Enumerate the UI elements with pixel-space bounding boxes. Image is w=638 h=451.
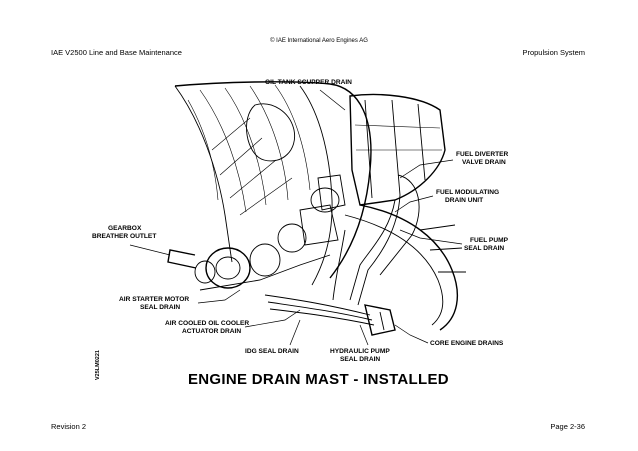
fan-case-drawing <box>174 81 372 286</box>
figure-caption: ENGINE DRAIN MAST - INSTALLED <box>188 371 449 388</box>
label-fuel-modulating-line1: FUEL MODULATING <box>436 189 499 196</box>
label-air-starter-line1: AIR STARTER MOTOR <box>119 296 189 303</box>
label-air-starter-line2: SEAL DRAIN <box>140 304 180 311</box>
core-casing-drawing <box>344 204 466 331</box>
label-idg-seal-drain: IDG SEAL DRAIN <box>245 348 299 355</box>
label-fuel-pump-line1: FUEL PUMP <box>470 237 509 244</box>
figure-code: V25LM0221 <box>95 350 101 380</box>
oil-tank-drawing <box>349 93 446 206</box>
leader-lines <box>129 89 463 346</box>
label-fuel-diverter-line2: VALVE DRAIN <box>462 159 506 166</box>
label-gearbox-line1: GEARBOX <box>108 225 142 232</box>
copyright-notice: © IAE International Aero Engines AG <box>270 38 368 44</box>
label-core-engine-drains: CORE ENGINE DRAINS <box>430 340 504 347</box>
label-fuel-modulating-line2: DRAIN UNIT <box>445 197 483 204</box>
drain-tubes-drawing <box>264 174 420 336</box>
accessory-gearbox-drawing <box>167 174 346 291</box>
label-hydraulic-line1: HYDRAULIC PUMP <box>330 348 390 355</box>
page-number: Page 2-36 <box>550 422 585 431</box>
label-acoc-line1: AIR COOLED OIL COOLER <box>165 320 249 327</box>
label-hydraulic-line2: SEAL DRAIN <box>340 356 380 363</box>
label-acoc-line2: ACTUATOR DRAIN <box>182 328 241 335</box>
label-gearbox-line2: BREATHER OUTLET <box>92 233 156 240</box>
label-fuel-pump-line2: SEAL DRAIN <box>464 245 504 252</box>
revision-label: Revision 2 <box>51 422 87 431</box>
label-oil-tank-scupper-drain: OIL TANK SCUPPER DRAIN <box>265 79 352 86</box>
section-title: Propulsion System <box>522 48 585 57</box>
document-title: IAE V2500 Line and Base Maintenance <box>51 48 182 57</box>
label-fuel-diverter-line1: FUEL DIVERTER <box>456 151 509 158</box>
